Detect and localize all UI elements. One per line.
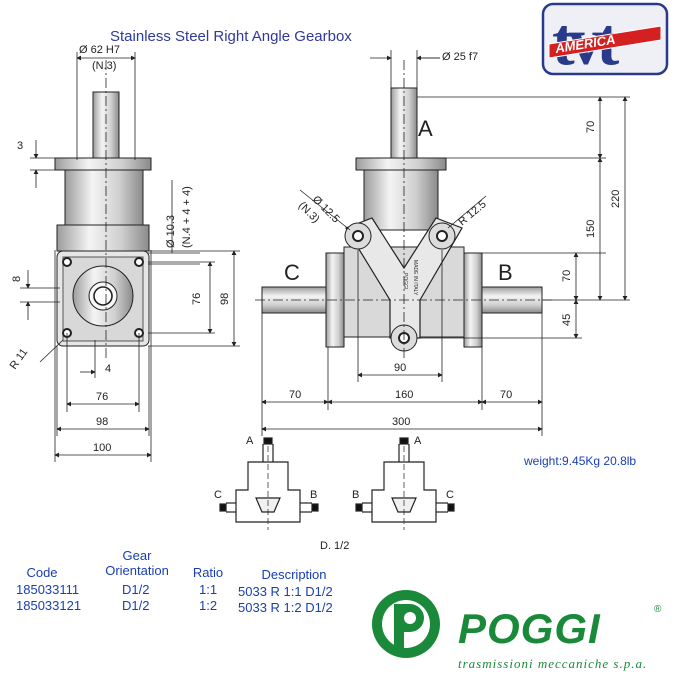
dim-side-98v: 98	[219, 293, 231, 305]
shaft-label-c: C	[284, 260, 300, 285]
orientation-caption: D. 1/2	[320, 540, 349, 552]
orientation-diagram-right	[355, 437, 455, 530]
name-plate: MADE IN ITALY POGGI	[402, 260, 418, 296]
row1-orientation: D1/2	[122, 582, 150, 597]
orient-right-c: C	[446, 489, 454, 501]
dim-shaft-output: Ø 25 f7	[442, 51, 478, 63]
dim-v45: 45	[561, 314, 573, 326]
side-view	[54, 60, 152, 360]
poggi-logo: POGGI ®	[372, 590, 662, 658]
header-orientation-line2: Orientation	[105, 563, 169, 578]
header-ratio: Ratio	[192, 565, 224, 580]
shaft-label-a: A	[418, 116, 433, 141]
dim-h70l: 70	[289, 389, 301, 401]
dim-r11: R 11	[8, 346, 31, 371]
row2-description: 5033 R 1:2 D1/2	[238, 600, 333, 615]
tvt-america-logo: tvt AMERICA	[541, 2, 669, 79]
page-title: Stainless Steel Right Angle Gearbox	[110, 28, 352, 45]
dim-v70a: 70	[585, 121, 597, 133]
dim-side-98h: 98	[96, 416, 108, 428]
row1-description: 5033 R 1:1 D1/2	[238, 584, 333, 599]
dim-h300: 300	[392, 416, 410, 428]
dim-v150: 150	[585, 220, 597, 238]
dim-side-100: 100	[93, 442, 111, 454]
dim-h70r: 70	[500, 389, 512, 401]
poggi-text: POGGI	[458, 605, 601, 652]
orient-left-b: B	[310, 489, 317, 501]
dim-bore-note: (N.3)	[92, 60, 116, 72]
plate-line1: MADE IN ITALY	[412, 260, 418, 296]
header-code: Code	[26, 565, 58, 580]
side-view-dimensions	[20, 52, 240, 462]
dim-bore-input: Ø 62 H7	[79, 44, 120, 56]
header-orientation-line1: Gear	[122, 548, 152, 563]
row2-code: 185033121	[16, 598, 82, 613]
plate-line2: POGGI	[402, 273, 408, 289]
dim-h160: 160	[395, 389, 413, 401]
poggi-tagline: trasmissioni meccaniche s.p.a.	[458, 656, 648, 671]
front-view-dimensions	[261, 50, 630, 436]
front-view	[255, 60, 552, 360]
dim-side-76h: 76	[96, 391, 108, 403]
poggi-registered: ®	[654, 604, 662, 615]
orientation-labels: A C B A B C D. 1/2	[214, 435, 454, 552]
row2-ratio: 1:2	[199, 598, 218, 613]
orient-right-b: B	[352, 489, 359, 501]
dim-h90: 90	[394, 362, 406, 374]
orient-right-a: A	[414, 435, 422, 447]
row1-code: 185033111	[16, 582, 80, 597]
dim-flange-thick: 3	[17, 140, 23, 152]
dim-hole-note: (N.4 + 4 + 4)	[181, 186, 193, 248]
dim-hole-dia: Ø 10.3	[165, 215, 177, 248]
orientation-diagram-left	[219, 437, 319, 530]
weight-label: weight:9.45Kg 20.8lb	[524, 454, 637, 468]
dim-side-8: 8	[11, 276, 23, 282]
row2-orientation: D1/2	[122, 598, 150, 613]
dim-v220: 220	[610, 190, 622, 208]
row1-ratio: 1:1	[199, 582, 218, 597]
dim-v70b: 70	[561, 270, 573, 282]
orient-left-c: C	[214, 489, 222, 501]
dim-side-76v: 76	[191, 293, 203, 305]
dim-side-4: 4	[105, 363, 111, 375]
shaft-label-b: B	[498, 260, 513, 285]
dim-r125: R 12.5	[456, 198, 489, 228]
header-description: Description	[261, 567, 327, 582]
orient-left-a: A	[246, 435, 254, 447]
